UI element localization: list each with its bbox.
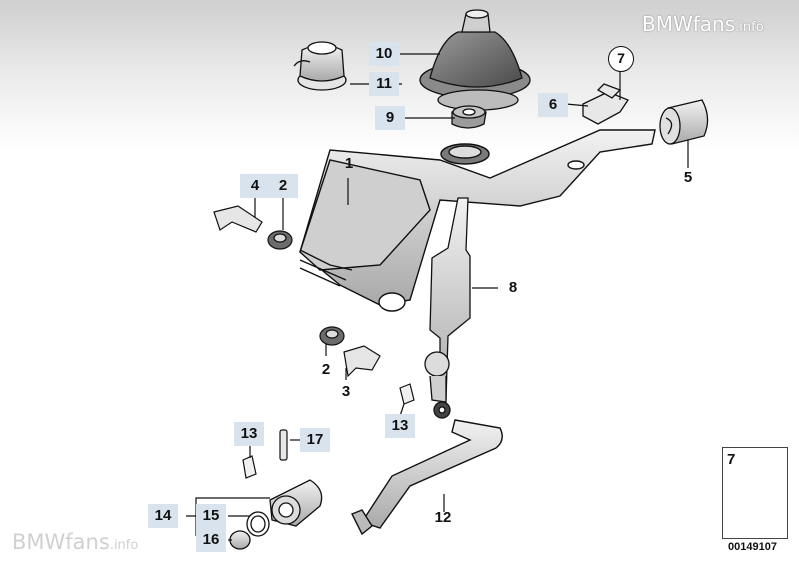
bushing-upper-part [267,230,293,250]
callout-13-lower: 13 [234,422,264,446]
callout-10: 10 [369,42,399,66]
legend-number: 7 [727,451,736,468]
pin-bolt-part [213,205,263,233]
retaining-clip-upper-part [399,383,415,405]
bushing-lower-part [319,326,345,346]
callout-13-upper: 13 [385,414,415,438]
shift-housing-part [299,129,656,312]
callout-9: 9 [375,106,405,130]
legend-box [722,447,788,539]
joint-part [269,479,323,527]
callout-8: 8 [508,279,518,296]
catalog-number: 00149107 [728,541,777,553]
cap-part [229,530,251,550]
callout-15: 15 [196,504,226,528]
lower-clip-part [343,345,381,378]
dowel-pin-part [279,429,288,461]
callout-12: 12 [434,509,452,526]
rubber-bushing-part [659,99,709,145]
callout-3: 3 [341,383,351,400]
clip-part [582,83,629,125]
watermark-top: BMWfans.info [642,12,764,36]
callout-6: 6 [538,93,568,117]
retaining-clip-lower-part [242,455,257,479]
shift-rod-part [424,197,471,419]
callout-11: 11 [369,72,399,96]
selector-rod-part [351,419,503,536]
small-bushing-part [451,105,487,129]
callout-2-upper: 2 [268,174,298,198]
callout-7: 7 [608,46,634,72]
watermark-bottom: BMWfans.info [12,530,139,554]
callout-4: 4 [240,174,270,198]
shift-boot-part [419,9,531,111]
callout-16: 16 [196,528,226,552]
callout-14: 14 [148,504,178,528]
o-ring-part [246,511,270,537]
callout-1: 1 [344,155,354,172]
callout-17: 17 [300,428,330,452]
callout-2-lower: 2 [321,361,331,378]
bearing-ring-part [293,41,347,91]
callout-5: 5 [683,169,693,186]
